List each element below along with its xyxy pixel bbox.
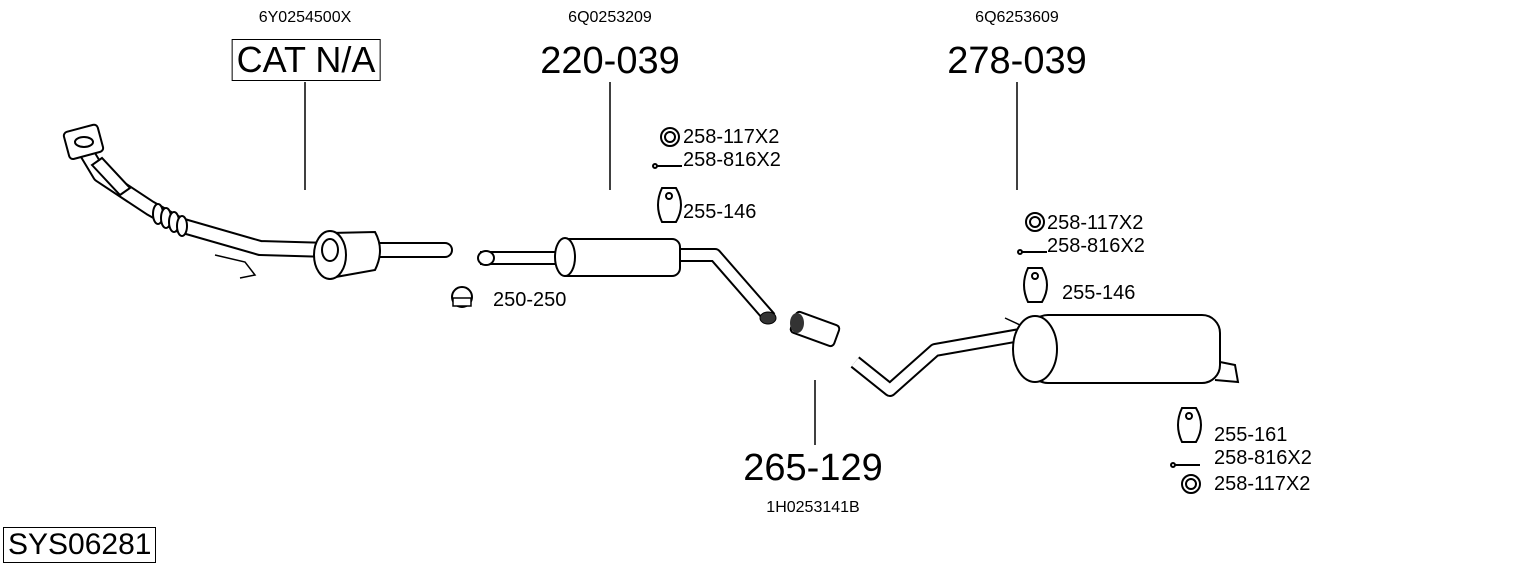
oe-number: 6Y0254500X — [258, 9, 352, 26]
fitting-label: 255-146 — [683, 201, 757, 223]
part-number: 265-129 — [743, 447, 883, 489]
bolt-icon — [1017, 249, 1047, 255]
fitting-label: 258-117X2 — [1047, 212, 1144, 234]
ring-icon — [660, 127, 680, 147]
middle-silencer — [477, 237, 777, 325]
fitting-label: 258-816X2 — [1214, 447, 1312, 469]
fitting-label: 258-816X2 — [1047, 235, 1145, 257]
leader-lines — [304, 82, 1018, 445]
fitting-label: 255-161 — [1214, 424, 1288, 446]
ring-icon — [1025, 212, 1045, 232]
oe-number: 6Q0253209 — [568, 9, 652, 26]
rear-silencer — [850, 314, 1240, 397]
ring-icon — [1181, 474, 1201, 494]
part-number: 220-039 — [540, 40, 680, 82]
system-code: SYS06281 — [3, 527, 157, 563]
catalyst-front-pipe — [62, 123, 453, 280]
fitting-label: 258-117X2 — [1214, 473, 1311, 495]
fitting-label: 258-117X2 — [683, 126, 780, 148]
fitting-label: 258-816X2 — [683, 149, 781, 171]
oe-number: 6Q6253609 — [975, 9, 1059, 26]
bolt-icon — [652, 163, 682, 169]
hanger-icon — [1177, 407, 1202, 443]
clamp-label: 250-250 — [493, 289, 567, 311]
fitting-label: 255-146 — [1062, 282, 1136, 304]
hanger-icon — [657, 187, 682, 223]
connector-sleeve — [789, 310, 841, 348]
oe-number: 1H0253141B — [766, 499, 860, 516]
bolt-icon — [1170, 462, 1200, 468]
hanger-icon — [1023, 267, 1048, 303]
clamp-icon — [451, 286, 473, 308]
part-number-cat: CAT N/A — [231, 39, 381, 81]
part-number: 278-039 — [947, 40, 1087, 82]
